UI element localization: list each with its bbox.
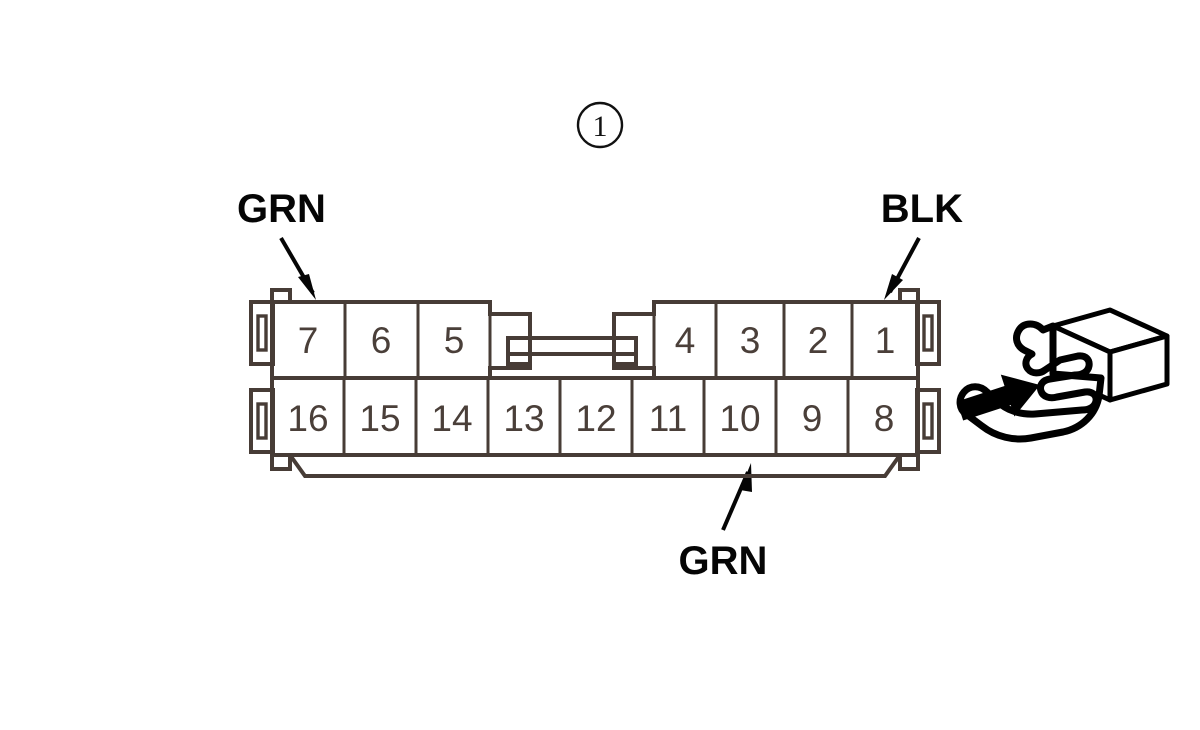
right-lower-lug bbox=[915, 388, 941, 454]
callout-label-grn-bottom: GRN bbox=[679, 539, 768, 583]
pin-cell-top-5: 3 bbox=[740, 320, 761, 361]
right-bottom-nub bbox=[898, 453, 920, 471]
callout-arrowhead-grn-top-left bbox=[298, 274, 316, 300]
callout-label-blk-top-right: BLK bbox=[881, 187, 963, 231]
pin-cell-bottom-6: 11 bbox=[649, 398, 687, 439]
left-lower-lug-slot bbox=[256, 402, 268, 440]
right-upper-lug-slot bbox=[922, 314, 934, 352]
marker-circle bbox=[576, 101, 624, 149]
right-lower-lug-slot bbox=[922, 402, 934, 440]
top-row-right-outline bbox=[612, 300, 918, 378]
right-upper-lug bbox=[915, 300, 941, 366]
latch-right-hook bbox=[614, 336, 638, 366]
pin-cell-bottom-9: 8 bbox=[874, 398, 895, 439]
pin-cell-bottom-5: 12 bbox=[575, 398, 616, 439]
pin-cell-top-7: 1 bbox=[875, 320, 896, 361]
latch-left-hook bbox=[506, 336, 530, 366]
marker-label: 1 bbox=[593, 110, 608, 143]
pin-cell-top-1: 7 bbox=[298, 320, 319, 361]
figure-marker: 1 bbox=[576, 101, 624, 149]
connector-bottom-row-pins: 16 15 14 13 12 11 10 9 8 bbox=[287, 398, 894, 439]
block-right-face bbox=[1107, 333, 1170, 403]
connector-top-row-pins: 7 6 5 4 3 2 1 bbox=[298, 320, 896, 361]
bottom-skirt bbox=[288, 453, 902, 478]
pin-cell-bottom-7: 10 bbox=[719, 398, 760, 439]
left-upper-lug-slot bbox=[256, 314, 268, 352]
bottom-row-dividers bbox=[342, 378, 850, 455]
pin-cell-bottom-1: 16 bbox=[287, 398, 328, 439]
left-bottom-nub bbox=[270, 453, 292, 471]
left-lower-lug bbox=[249, 388, 275, 454]
pin-cell-bottom-8: 9 bbox=[802, 398, 823, 439]
top-row-dividers bbox=[343, 302, 854, 378]
left-upper-lug bbox=[249, 300, 275, 366]
callout-arrowhead-blk-top-right bbox=[884, 274, 903, 300]
callout-grn-bottom: GRN bbox=[679, 463, 768, 583]
callout-blk-top-right: BLK bbox=[881, 187, 963, 300]
pin-cell-top-6: 2 bbox=[808, 320, 829, 361]
callout-label-grn-top-left: GRN bbox=[237, 187, 326, 231]
insertion-arrow-icon bbox=[956, 374, 1040, 421]
bottom-row-outline bbox=[270, 378, 920, 457]
latch-cross-bar bbox=[506, 336, 638, 356]
callout-grn-top-left: GRN bbox=[237, 187, 326, 300]
pin-cell-bottom-2: 15 bbox=[359, 398, 400, 439]
hand-inserting-connector-icon bbox=[956, 307, 1170, 443]
connector-body bbox=[249, 288, 941, 478]
pin-cell-top-3: 5 bbox=[444, 320, 465, 361]
pin-cell-bottom-4: 13 bbox=[503, 398, 544, 439]
pin-cell-bottom-3: 14 bbox=[431, 398, 472, 439]
pin-cell-top-2: 6 bbox=[371, 320, 392, 361]
pin-cell-top-4: 4 bbox=[675, 320, 696, 361]
